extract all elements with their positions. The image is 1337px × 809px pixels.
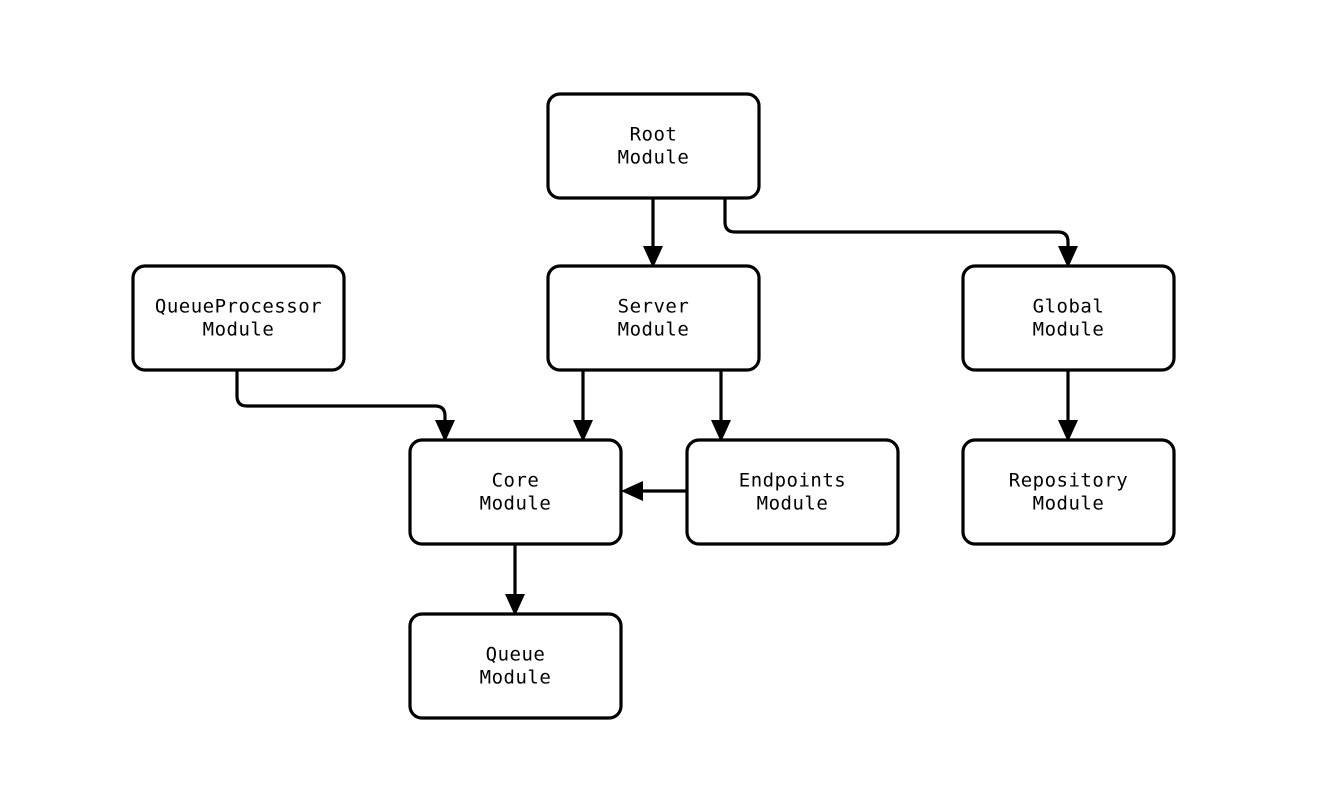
node-label-line2-core: Module [480,493,552,515]
node-label-line2-queue: Module [480,667,552,689]
arrowhead-icon [711,420,731,442]
nodes-layer: RootModuleQueueProcessorModuleServerModu… [131,92,1176,720]
node-box-global[interactable] [961,264,1176,372]
node-label-line1-queueprocessor: QueueProcessor [155,296,322,318]
edge-queueprocessor-to-core [235,370,455,442]
arrowhead-icon [621,481,643,501]
node-label-line2-root: Module [618,147,690,169]
node-label-line2-repository: Module [1033,493,1105,515]
edges-layer [235,198,1078,616]
node-box-root[interactable] [546,92,761,200]
node-label-line1-server: Server [618,296,690,318]
arrowhead-icon [505,594,525,616]
node-box-endpoints[interactable] [685,438,900,546]
node-label-line2-queueprocessor: Module [203,319,275,341]
node-box-server[interactable] [546,264,761,372]
node-box-queue[interactable] [408,612,623,720]
arrowhead-icon [643,246,663,268]
edge-server-to-endpoints [711,370,731,442]
node-label-line1-queue: Queue [486,644,546,666]
node-box-repository[interactable] [961,438,1176,546]
node-box-core[interactable] [408,438,623,546]
node-label-line1-repository: Repository [1009,470,1128,492]
edge-core-to-queue [505,544,525,616]
edge-line [723,198,1070,252]
node-label-line2-server: Module [618,319,690,341]
edge-server-to-core [573,370,593,442]
arrowhead-icon [1058,246,1078,268]
node-box-queueprocessor[interactable] [131,264,346,372]
edge-root-to-server [643,198,663,268]
edge-global-to-repository [1058,370,1078,442]
arrowhead-icon [573,420,593,442]
node-label-line1-global: Global [1033,296,1105,318]
node-label-line1-endpoints: Endpoints [739,470,846,492]
edge-line [235,370,447,426]
arrowhead-icon [1058,420,1078,442]
node-label-line2-global: Module [1033,319,1105,341]
node-label-line2-endpoints: Module [757,493,829,515]
node-label-line1-core: Core [492,470,540,492]
node-label-line1-root: Root [630,124,678,146]
edge-root-to-global [723,198,1078,268]
arrowhead-icon [435,420,455,442]
edge-endpoints-to-core [621,481,687,501]
